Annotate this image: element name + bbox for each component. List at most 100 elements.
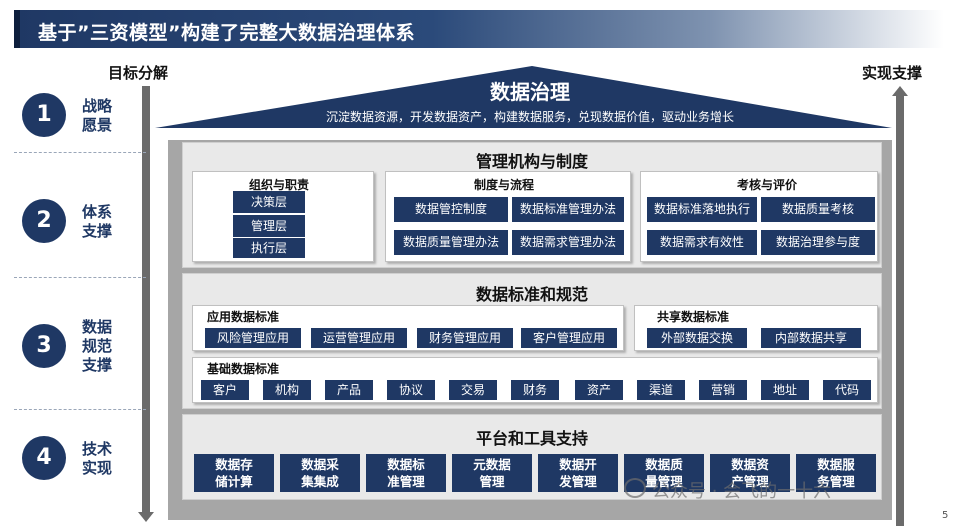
org-title: 组织与职责 [249, 178, 310, 192]
platform-title: 平台和工具支持 [475, 429, 588, 448]
shared-standard-external: 外部数据交换 [647, 328, 747, 348]
wechat-icon [624, 478, 646, 498]
stage-divider-3 [14, 409, 146, 410]
basic-standard-item: 资产 [575, 380, 623, 400]
tool-line: 产管理 [731, 474, 769, 489]
tool-asset-management: 数据资产管理 [710, 454, 790, 492]
process-group: 制度与流程 数据管控制度 数据标准管理办法 数据质量管理办法 数据需求管理办法 [385, 171, 631, 262]
tool-line: 管理 [479, 474, 505, 489]
basic-standard-item: 营销 [699, 380, 747, 400]
tool-line: 数据存 [215, 457, 253, 472]
stage-3-line-3: 支撑 [82, 356, 113, 374]
app-standard-operations: 运营管理应用 [311, 328, 407, 348]
tool-line: 务管理 [817, 474, 855, 489]
evaluation-item-3: 数据需求有效性 [647, 230, 757, 255]
tool-storage-compute: 数据存储计算 [194, 454, 274, 492]
app-standard-customer: 客户管理应用 [521, 328, 617, 348]
stage-1-circle: 1 [22, 93, 66, 137]
stage-divider-1 [14, 152, 146, 153]
tool-line: 数据开 [559, 457, 597, 472]
stage-2-label: 体系 支撑 [82, 203, 122, 241]
up-arrow-shaft [896, 95, 904, 526]
stage-4-line-2: 实现 [82, 459, 113, 477]
process-item-4: 数据需求管理办法 [512, 230, 624, 255]
process-item-2: 数据标准管理办法 [512, 197, 624, 222]
stage-1-line-2: 愿景 [82, 116, 113, 134]
stage-4-circle: 4 [22, 436, 66, 480]
tool-line: 储计算 [215, 474, 253, 489]
right-axis-label: 实现支撑 [862, 64, 923, 82]
tool-line: 准管理 [387, 474, 425, 489]
tool-standard-management: 数据标准管理 [366, 454, 446, 492]
evaluation-item-1: 数据标准落地执行 [647, 197, 757, 222]
management-title: 管理机构与制度 [475, 152, 588, 171]
roof-triangle [155, 66, 892, 128]
org-group: 组织与职责 决策层 管理层 执行层 [192, 171, 374, 262]
tool-development-management: 数据开发管理 [538, 454, 618, 492]
stage-1-label: 战略 愿景 [82, 97, 122, 135]
tool-line: 数据服 [817, 457, 855, 472]
shared-standards-title: 共享数据标准 [657, 310, 730, 324]
tool-line: 元数据 [473, 457, 511, 472]
up-arrow-head [892, 86, 908, 96]
org-item-decision: 决策层 [233, 191, 305, 213]
stage-3-label: 数据 规范 支撑 [82, 318, 122, 375]
basic-standard-item: 机构 [263, 380, 311, 400]
process-item-3: 数据质量管理办法 [394, 230, 508, 255]
tool-line: 数据质 [645, 457, 683, 472]
stage-1-line-1: 战略 [82, 97, 113, 115]
basic-standard-item: 渠道 [637, 380, 685, 400]
stage-4-line-1: 技术 [82, 440, 113, 458]
org-item-execution: 执行层 [233, 238, 305, 258]
tool-line: 集集成 [301, 474, 339, 489]
application-standards-group: 应用数据标准 风险管理应用 运营管理应用 财务管理应用 客户管理应用 [192, 305, 624, 351]
tool-line: 数据标 [387, 457, 425, 472]
tool-line: 量管理 [645, 474, 683, 489]
application-standards-title: 应用数据标准 [207, 310, 280, 324]
app-standard-finance: 财务管理应用 [417, 328, 513, 348]
tool-collection-integration: 数据采集集成 [280, 454, 360, 492]
tool-line: 数据采 [301, 457, 339, 472]
basic-standards-group: 基础数据标准 客户 机构 产品 协议 交易 财务 资产 渠道 营销 地址 代码 [192, 357, 878, 403]
tool-line: 发管理 [559, 474, 597, 489]
standards-title: 数据标准和规范 [475, 285, 588, 304]
process-title: 制度与流程 [474, 178, 535, 192]
tool-service-management: 数据服务管理 [796, 454, 876, 492]
title-accent [14, 10, 20, 48]
watermark-text: 公众号 · 会飞的一十六 [652, 481, 832, 502]
down-arrow-shaft [142, 86, 150, 514]
app-standard-risk: 风险管理应用 [205, 328, 301, 348]
basic-standard-item: 财务 [511, 380, 559, 400]
left-axis-label: 目标分解 [108, 64, 169, 82]
page-number: 5 [942, 510, 949, 521]
basic-standard-item: 客户 [201, 380, 249, 400]
org-item-management: 管理层 [233, 215, 305, 237]
title-bar: 基于”三资模型”构建了完整大数据治理体系 [14, 10, 944, 48]
stage-2-line-2: 支撑 [82, 222, 113, 240]
basic-standard-item: 交易 [449, 380, 497, 400]
tool-line: 数据资 [731, 457, 769, 472]
stage-2-circle: 2 [22, 199, 66, 243]
stage-2-line-1: 体系 [82, 203, 113, 221]
shared-standard-internal: 内部数据共享 [761, 328, 861, 348]
basic-standard-item: 代码 [823, 380, 871, 400]
page-title: 基于”三资模型”构建了完整大数据治理体系 [38, 22, 415, 44]
stage-3-circle: 3 [22, 324, 66, 368]
down-arrow-head [138, 512, 154, 522]
roof-subtitle: 沉淀数据资源，开发数据资产，构建数据服务，兑现数据价值，驱动业务增长 [325, 110, 734, 124]
basic-standard-item: 产品 [325, 380, 373, 400]
shared-standards-group: 共享数据标准 外部数据交换 内部数据共享 [634, 305, 878, 351]
basic-standard-item: 地址 [761, 380, 809, 400]
stage-3-line-2: 规范 [82, 337, 113, 355]
evaluation-item-4: 数据治理参与度 [761, 230, 875, 255]
basic-standards-title: 基础数据标准 [207, 362, 280, 376]
tool-metadata-management: 元数据管理 [452, 454, 532, 492]
stage-3-line-1: 数据 [82, 318, 113, 336]
process-item-1: 数据管控制度 [394, 197, 508, 222]
evaluation-item-2: 数据质量考核 [761, 197, 875, 222]
roof-title: 数据治理 [490, 80, 570, 104]
stage-divider-2 [14, 277, 146, 278]
stage-4-label: 技术 实现 [82, 440, 122, 478]
evaluation-title: 考核与评价 [737, 178, 798, 192]
basic-standard-item: 协议 [387, 380, 435, 400]
